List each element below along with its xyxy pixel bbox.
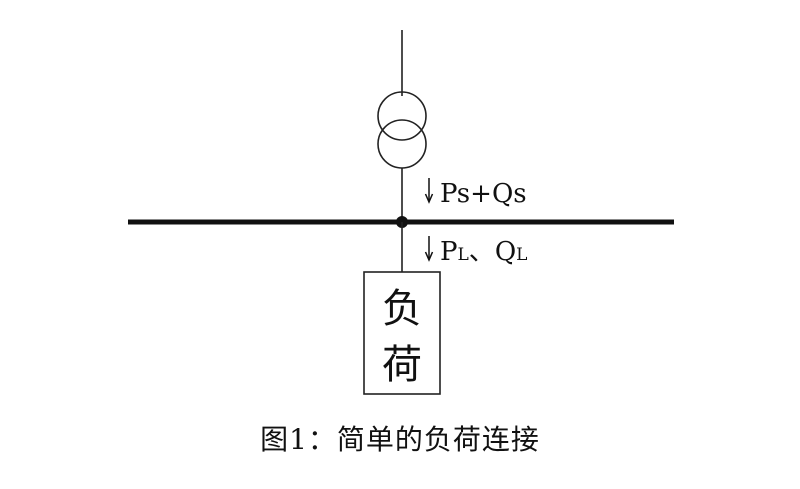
load-box (363, 271, 441, 395)
flow-arrow-upper (424, 178, 434, 204)
figure-caption: 图1：简单的负荷连接 (260, 423, 540, 456)
transformer-symbol (377, 91, 427, 169)
load-label-line1: 负 (382, 286, 422, 332)
transformer-primary-winding (377, 91, 427, 141)
flow-label-lower: PL、QL (440, 237, 527, 267)
flow-label-upper: Ps+Qs (440, 179, 527, 209)
flow-arrow-lower (424, 236, 434, 262)
transformer-secondary-winding (377, 119, 427, 169)
load-label-line2: 荷 (382, 342, 422, 388)
